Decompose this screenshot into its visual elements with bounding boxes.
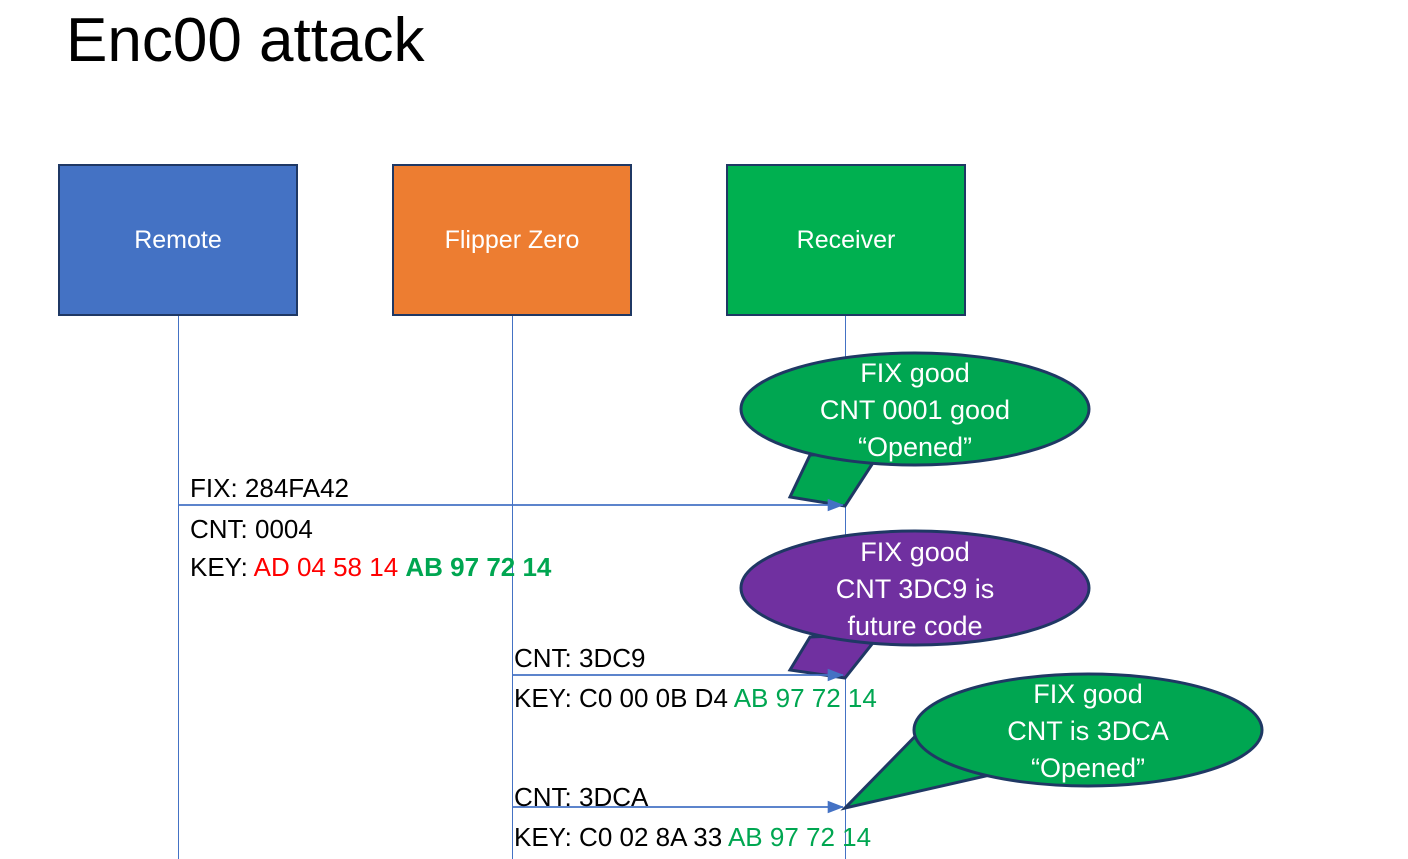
callout-2-line-3: future code bbox=[847, 611, 983, 641]
msg1-key-red: AD 04 58 14 bbox=[253, 552, 399, 582]
msg2-key-green: AB 97 72 14 bbox=[733, 683, 877, 713]
callout-1-line-1: FIX good bbox=[860, 358, 970, 388]
callout-1-line-3: “Opened” bbox=[857, 432, 973, 462]
msg1-fix-label: FIX: 284FA42 bbox=[190, 473, 349, 503]
callout-2-line-2: CNT 3DC9 is bbox=[835, 574, 995, 604]
msg1-key-label: KEY: AD 04 58 14 AB 97 72 14 bbox=[190, 550, 551, 584]
msg1-cnt-label: CNT: 0004 bbox=[190, 514, 313, 544]
callout-2-line-1: FIX good bbox=[860, 537, 970, 567]
actor-box-flipper[interactable]: Flipper Zero bbox=[392, 164, 632, 316]
actor-box-remote[interactable]: Remote bbox=[58, 164, 298, 316]
actor-label-remote: Remote bbox=[134, 226, 222, 254]
callout-3-line-3: “Opened” bbox=[1030, 753, 1146, 783]
msg3-key-prefix: KEY: C0 02 8A 33 bbox=[514, 822, 728, 852]
msg1-key-green: AB 97 72 14 bbox=[405, 552, 552, 582]
actor-box-receiver[interactable]: Receiver bbox=[726, 164, 966, 316]
lifeline-flipper bbox=[512, 316, 513, 859]
callout-2-text: FIX good CNT 3DC9 is future code bbox=[741, 534, 1089, 645]
callout-3-line-2: CNT is 3DCA bbox=[1007, 716, 1169, 746]
callout-3-text: FIX good CNT is 3DCA “Opened” bbox=[914, 676, 1262, 787]
msg2-cnt-label: CNT: 3DC9 bbox=[514, 643, 646, 673]
actor-label-flipper: Flipper Zero bbox=[444, 226, 580, 254]
callout-1-text: FIX good CNT 0001 good “Opened” bbox=[741, 355, 1089, 466]
msg2-key-prefix: KEY: C0 00 0B D4 bbox=[514, 683, 734, 713]
msg3-key-green: AB 97 72 14 bbox=[727, 822, 872, 852]
callout-3-line-1: FIX good bbox=[1033, 679, 1143, 709]
actor-label-receiver: Receiver bbox=[796, 226, 896, 254]
callout-1-line-2: CNT 0001 good bbox=[819, 395, 1011, 425]
msg1-key-prefix: KEY: bbox=[190, 552, 254, 582]
page-title: Enc00 attack bbox=[66, 6, 425, 75]
msg2-key-label: KEY: C0 00 0B D4 AB 97 72 14 bbox=[514, 681, 877, 715]
lifeline-remote bbox=[178, 316, 179, 859]
msg3-cnt-label: CNT: 3DCA bbox=[514, 782, 649, 812]
msg3-key-label: KEY: C0 02 8A 33 AB 97 72 14 bbox=[514, 820, 871, 854]
